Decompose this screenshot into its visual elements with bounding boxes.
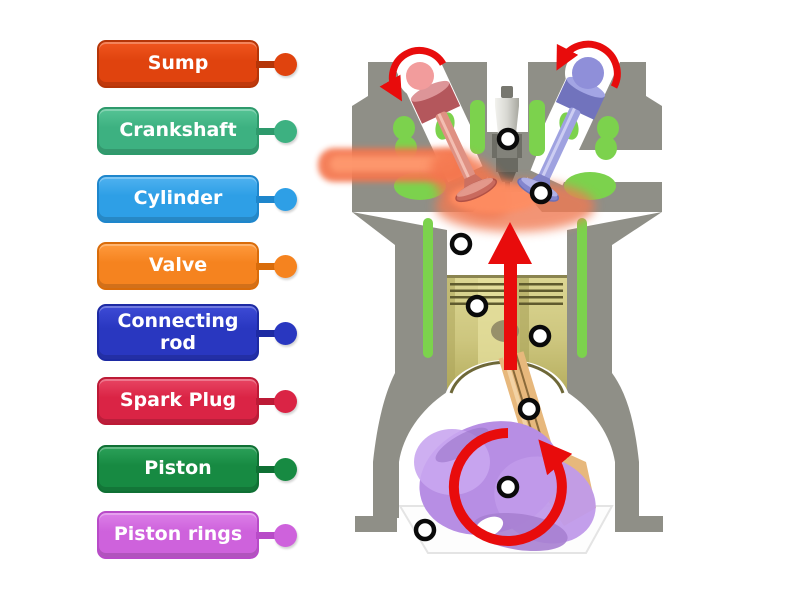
label-connecting-rod[interactable]: Connecting rod	[97, 304, 259, 361]
label-connector-dot	[274, 458, 297, 481]
label-piston-rings[interactable]: Piston rings	[97, 511, 259, 559]
label-sump[interactable]: Sump	[97, 40, 259, 88]
marker-spark-plug[interactable]	[496, 127, 520, 151]
label-stem	[256, 329, 279, 337]
camshafts	[379, 40, 621, 102]
marker-sump[interactable]	[413, 518, 437, 542]
label-connector-dot	[274, 321, 297, 345]
label-row: Valve	[0, 242, 310, 290]
label-row: Spark Plug	[0, 377, 310, 425]
cam-rotation-arrow-left	[379, 46, 447, 102]
label-connector-dot	[274, 390, 297, 413]
label-piston[interactable]: Piston	[97, 445, 259, 493]
crankshaft-graphic	[414, 421, 596, 552]
exhaust-valve	[410, 80, 498, 203]
label-row: Crankshaft	[0, 107, 310, 155]
label-cylinder[interactable]: Cylinder	[97, 175, 259, 223]
label-row: Cylinder	[0, 175, 310, 223]
label-stem	[256, 196, 279, 203]
label-crankshaft[interactable]: Crankshaft	[97, 107, 259, 155]
label-stem	[256, 128, 279, 135]
label-row: Piston rings	[0, 511, 310, 559]
answer-markers	[413, 127, 553, 542]
label-stem	[256, 398, 279, 405]
label-row: Connecting rod	[0, 304, 310, 361]
label-connector-dot	[274, 120, 297, 143]
label-row: Piston	[0, 445, 310, 493]
marker-valve[interactable]	[529, 181, 553, 205]
label-stem	[256, 263, 279, 270]
coolant-passages	[393, 100, 619, 358]
label-connector-dot	[274, 188, 297, 211]
marker-connecting-rod[interactable]	[517, 397, 541, 421]
stroke-arrow-up	[488, 222, 532, 370]
label-spark-plug[interactable]: Spark Plug	[97, 377, 259, 425]
label-row: Sump	[0, 40, 310, 88]
engine-foot-right	[615, 516, 663, 532]
cam-rotation-arrow-right	[556, 40, 621, 89]
crank-rotation-arrow	[448, 428, 573, 546]
cam-right	[572, 57, 604, 89]
label-connector-dot	[274, 53, 297, 76]
label-connector-dot	[274, 524, 297, 547]
engine-foot-left	[355, 516, 397, 532]
label-valve[interactable]: Valve	[97, 242, 259, 290]
marker-cylinder[interactable]	[449, 232, 473, 256]
label-stem	[256, 466, 279, 473]
engine-diagram	[318, 40, 672, 554]
label-connector-dot	[274, 255, 297, 278]
marker-crankshaft[interactable]	[496, 475, 520, 499]
marker-piston[interactable]	[528, 324, 552, 348]
label-stem	[256, 61, 279, 68]
marker-piston-rings[interactable]	[465, 294, 489, 318]
cam-left	[406, 62, 434, 90]
label-stem	[256, 532, 279, 539]
